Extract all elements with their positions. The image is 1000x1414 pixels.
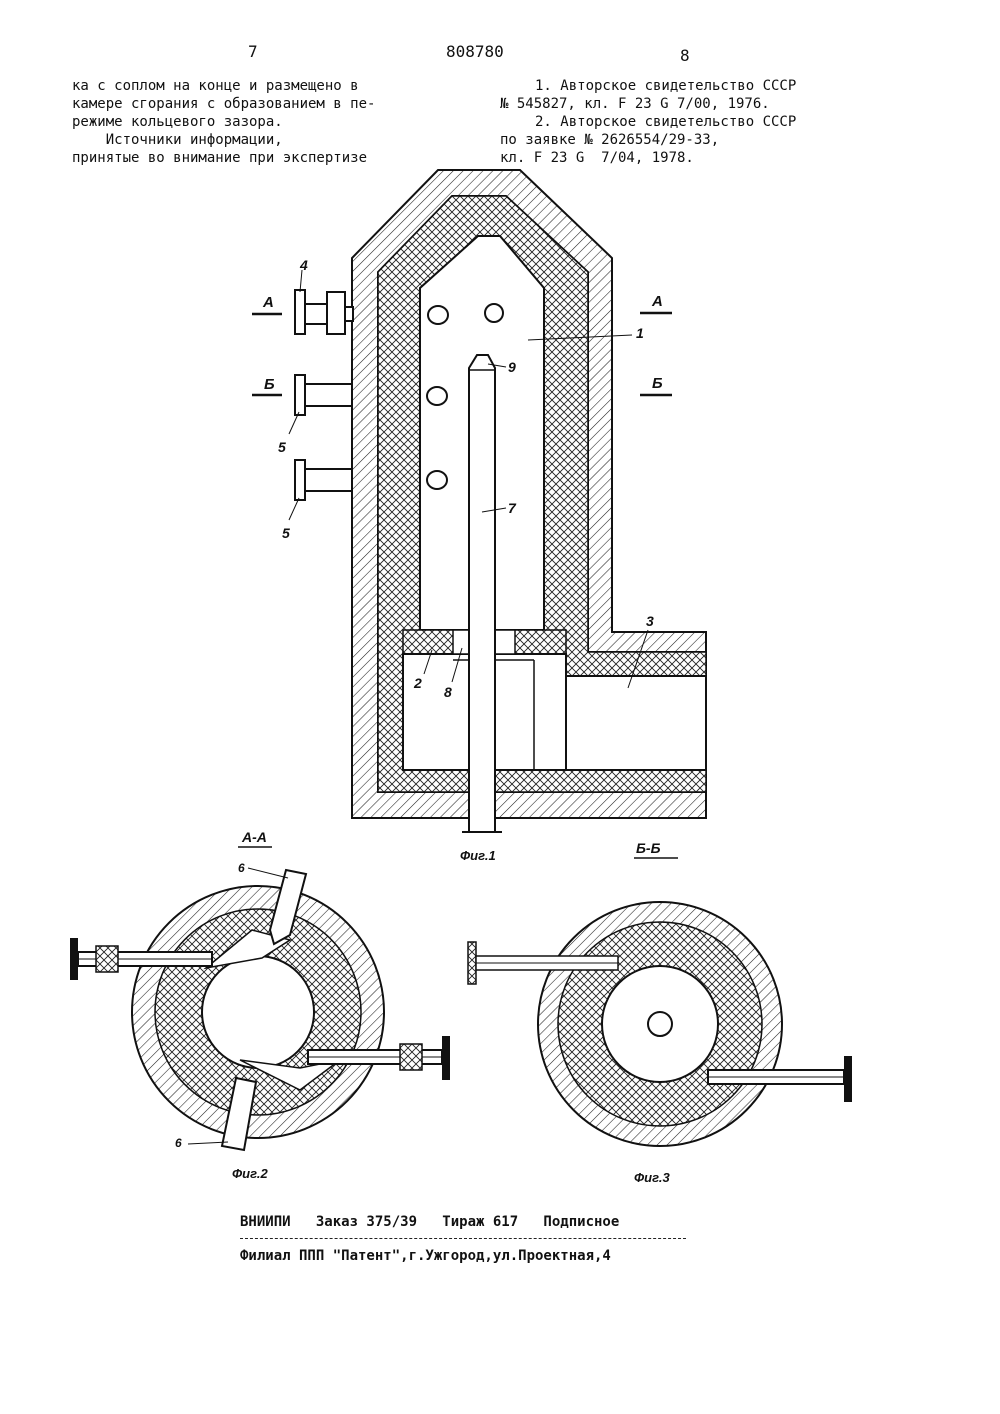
section-marker-b-left: Б xyxy=(264,376,275,393)
figure-2-caption: Фиг.2 xyxy=(232,1166,268,1181)
burner-opening xyxy=(427,387,447,405)
label-2: 2 xyxy=(413,675,422,691)
label-4: 4 xyxy=(299,257,308,273)
section-title-a-a: А-А xyxy=(241,829,267,845)
section-marker-a-right: А xyxy=(651,293,663,310)
section-marker-b-right: Б xyxy=(652,375,663,392)
figure-2: А-А 6 6 Фиг.2 xyxy=(70,829,450,1181)
label-6-bottom: 6 xyxy=(175,1136,182,1150)
label-5: 5 xyxy=(278,439,286,455)
label-8: 8 xyxy=(444,684,452,700)
burner-5-flange xyxy=(295,460,305,500)
burner-5-flange xyxy=(295,375,305,415)
burner-opening xyxy=(427,471,447,489)
label-7: 7 xyxy=(508,500,517,516)
label-9: 9 xyxy=(508,359,516,375)
label-5: 5 xyxy=(282,525,290,541)
figure-1: 4 А А Б Б 1 9 5 5 7 3 2 8 Фиг.1 xyxy=(252,170,706,863)
figure-3-caption: Фиг.3 xyxy=(634,1170,670,1185)
burner-4-flange xyxy=(295,290,305,334)
footer-address: Филиал ППП "Патент",г.Ужгород,ул.Проектн… xyxy=(240,1248,611,1265)
footer-divider xyxy=(240,1238,686,1239)
label-3: 3 xyxy=(646,613,654,629)
footer-imprint: ВНИИПИ Заказ 375/39 Тираж 617 Подписное xyxy=(240,1214,619,1231)
exhaust-duct xyxy=(566,676,706,770)
section-marker-a-left: А xyxy=(262,294,274,311)
burner-opening xyxy=(428,306,448,324)
label-6-top: 6 xyxy=(238,861,245,875)
figure-3: Б-Б Фиг.3 xyxy=(468,840,852,1185)
section-title-b-b: Б-Б xyxy=(636,840,661,856)
feed-pipe xyxy=(469,355,495,832)
burner-opening xyxy=(485,304,503,322)
label-1: 1 xyxy=(636,325,644,341)
figure-1-caption: Фиг.1 xyxy=(460,848,496,863)
